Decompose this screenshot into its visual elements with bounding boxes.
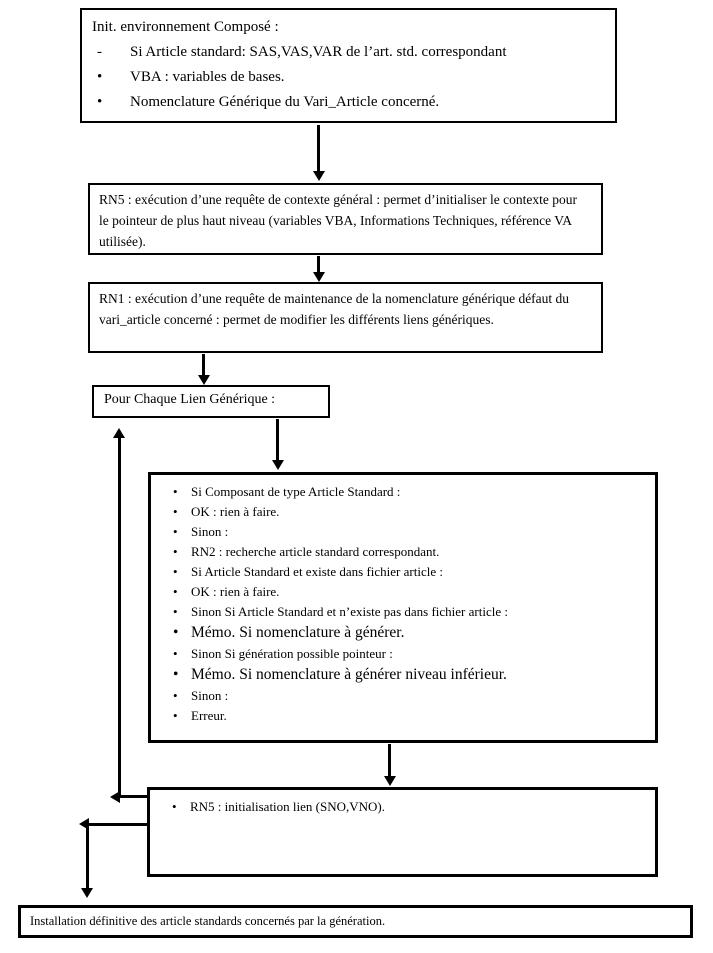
dash-marker: - xyxy=(97,44,102,60)
list-item-text: Erreur. xyxy=(191,708,227,723)
bullet-marker: • xyxy=(173,604,178,619)
list-item-text: Mémo. Si nomenclature à générer niveau i… xyxy=(191,666,507,683)
list-item: • OK : rien à faire. xyxy=(151,502,647,522)
list-item-text: Nomenclature Générique du Vari_Article c… xyxy=(130,94,440,110)
bullet-marker: • xyxy=(173,584,178,599)
connector-line xyxy=(202,354,205,376)
list-item-text: Sinon : xyxy=(191,688,229,703)
connector-line xyxy=(120,795,148,798)
connector-line xyxy=(86,824,89,888)
list-item-text: Sinon Si génération possible pointeur : xyxy=(191,646,393,661)
bullet-marker: • xyxy=(172,799,177,814)
bullet-marker: • xyxy=(173,666,179,683)
list-item-text: RN2 : recherche article standard corresp… xyxy=(191,544,440,559)
bullet-marker: • xyxy=(173,624,179,641)
connector-line xyxy=(317,256,320,273)
list-item: • OK : rien à faire. xyxy=(151,582,647,602)
list-item: • RN2 : recherche article standard corres… xyxy=(151,542,647,562)
install-box: Installation définitive des article stan… xyxy=(18,905,693,938)
connector-line xyxy=(88,823,147,826)
bullet-marker: • xyxy=(173,484,178,499)
connector-line xyxy=(388,744,391,777)
connector-line xyxy=(317,125,320,172)
arrow-down-icon xyxy=(198,375,210,385)
list-item: • Sinon Si génération possible pointeur : xyxy=(151,644,647,664)
list-item: • Si Article Standard et existe dans fich… xyxy=(151,562,647,582)
arrow-down-icon xyxy=(313,272,325,282)
list-item-text: Sinon : xyxy=(191,524,229,539)
list-item: • Erreur. xyxy=(151,706,647,726)
bullet-marker: • xyxy=(173,688,178,703)
bullet-marker: • xyxy=(173,646,178,661)
loop-box-text: Pour Chaque Lien Générique : xyxy=(104,392,276,407)
list-item-text: OK : rien à faire. xyxy=(191,584,280,599)
rn5-link-init-box: • RN5 : initialisation lien (SNO,VNO). xyxy=(147,787,658,877)
bullet-marker: • xyxy=(97,94,103,110)
list-item: • Mémo. Si nomenclature à générer. xyxy=(151,622,647,644)
list-item-text: VBA : variables de bases. xyxy=(130,69,285,85)
bullet-marker: • xyxy=(173,524,178,539)
init-environment-box: Init. environnement Composé : - Si Artic… xyxy=(80,8,617,123)
bullet-marker: • xyxy=(173,708,178,723)
list-item: • Si Composant de type Article Standard : xyxy=(151,482,647,502)
arrow-down-icon xyxy=(81,888,93,898)
rn1-text: RN1 : exécution d’une requête de mainten… xyxy=(99,291,570,327)
install-box-text: Installation définitive des article stan… xyxy=(30,914,386,928)
rn1-maintenance-box: RN1 : exécution d’une requête de mainten… xyxy=(88,282,603,353)
list-item: • Sinon : xyxy=(151,522,647,542)
arrow-down-icon xyxy=(272,460,284,470)
bullet-marker: • xyxy=(97,69,103,85)
arrow-down-icon xyxy=(313,171,325,181)
arrow-left-icon xyxy=(79,818,89,830)
arrow-down-icon xyxy=(384,776,396,786)
link-processing-box: • Si Composant de type Article Standard :… xyxy=(148,472,658,743)
arrow-left-icon xyxy=(110,791,120,803)
list-item-text: Si Article standard: SAS,VAS,VAR de l’ar… xyxy=(130,44,507,60)
loop-box: Pour Chaque Lien Générique : xyxy=(92,385,330,418)
list-item: - Si Article standard: SAS,VAS,VAR de l’… xyxy=(92,40,605,65)
connector-line xyxy=(118,437,121,798)
init-box-title: Init. environnement Composé : xyxy=(92,19,279,35)
list-item: • RN5 : initialisation lien (SNO,VNO). xyxy=(150,797,647,817)
list-item: • Mémo. Si nomenclature à générer niveau … xyxy=(151,664,647,686)
list-item: • Sinon : xyxy=(151,686,647,706)
list-item-text: Si Composant de type Article Standard : xyxy=(191,484,401,499)
bullet-marker: • xyxy=(173,564,178,579)
list-item-text: RN5 : initialisation lien (SNO,VNO). xyxy=(190,799,385,814)
bullet-marker: • xyxy=(173,544,178,559)
list-item-text: Sinon Si Article Standard et n’existe pa… xyxy=(191,604,508,619)
list-item: • Sinon Si Article Standard et n’existe p… xyxy=(151,602,647,622)
list-item-text: Si Article Standard et existe dans fichi… xyxy=(191,564,443,579)
list-item: • Nomenclature Générique du Vari_Article… xyxy=(92,90,605,115)
bullet-marker: • xyxy=(173,504,178,519)
rn5-context-text: RN5 : exécution d’une requête de context… xyxy=(99,192,577,249)
list-item-text: Mémo. Si nomenclature à générer. xyxy=(191,624,405,641)
arrow-up-icon xyxy=(113,428,125,438)
connector-line xyxy=(276,419,279,461)
list-item-text: OK : rien à faire. xyxy=(191,504,280,519)
list-item: • VBA : variables de bases. xyxy=(92,65,605,90)
rn5-context-box: RN5 : exécution d’une requête de context… xyxy=(88,183,603,255)
